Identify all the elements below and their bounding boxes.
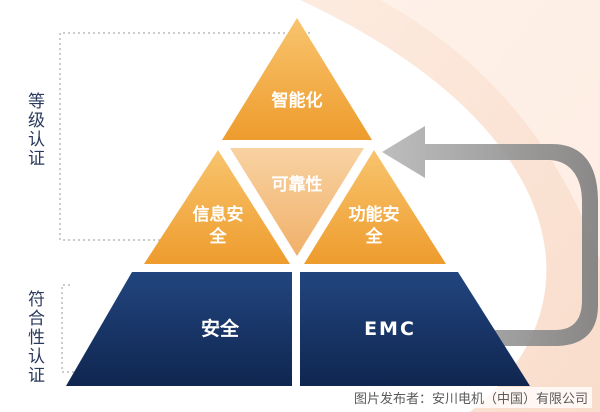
- triangle-left: [144, 150, 290, 264]
- feedback-arrow: [382, 126, 598, 346]
- base-left: [66, 272, 292, 386]
- label-conformity-certification: 符合性认证: [24, 290, 44, 385]
- triangle-top: [222, 18, 372, 140]
- base-right: [300, 272, 530, 386]
- label-safety: 安全: [200, 318, 239, 340]
- label-reliability: 可靠性: [271, 175, 323, 195]
- triangle-right: [304, 150, 446, 264]
- image-caption: 图片发布者：安川电机（中国）有限公司: [349, 387, 592, 408]
- label-emc: EMC: [364, 318, 416, 340]
- bracket-upper: [59, 32, 310, 241]
- triangle-center: [230, 148, 364, 256]
- label-functional-safety: 功能安全: [348, 205, 400, 247]
- bracket-lower: [61, 284, 80, 373]
- label-information-security: 信息安全: [192, 205, 244, 247]
- label-level-certification: 等级认证: [24, 92, 44, 168]
- background-swoosh-light: [380, 0, 600, 260]
- label-intelligence: 智能化: [271, 91, 323, 111]
